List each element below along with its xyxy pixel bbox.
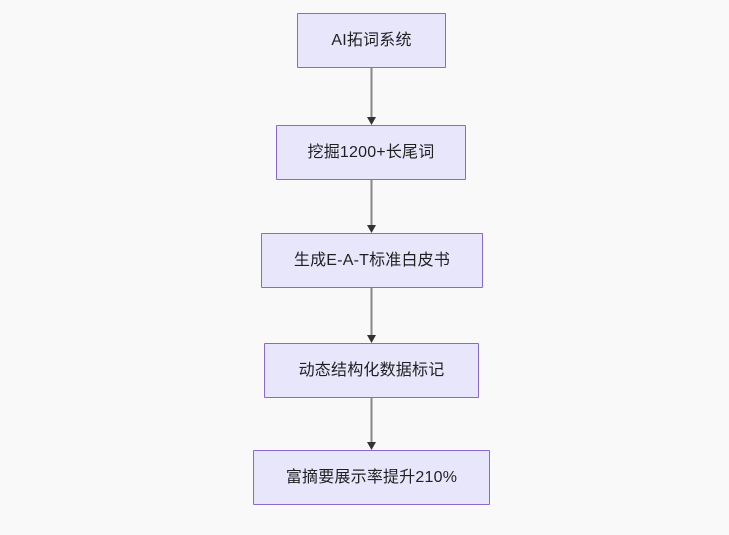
- flow-node-2[interactable]: 挖掘1200+长尾词: [276, 125, 466, 180]
- connector-arrowhead: [366, 225, 376, 233]
- flow-node-label: 动态结构化数据标记: [298, 361, 445, 379]
- flow-node-1[interactable]: AI拓词系统: [297, 13, 446, 68]
- flow-node-label: 挖掘1200+长尾词: [307, 143, 435, 161]
- flow-node-3[interactable]: 生成E-A-T标准白皮书: [261, 233, 483, 288]
- flow-node-5[interactable]: 富摘要展示率提升210%: [253, 450, 490, 505]
- flow-node-4[interactable]: 动态结构化数据标记: [264, 343, 479, 398]
- connector-arrowhead: [366, 117, 376, 125]
- flow-node-label: 生成E-A-T标准白皮书: [293, 251, 451, 269]
- flow-connector-node-3-to-node-4: [366, 288, 377, 343]
- flow-node-label: AI拓词系统: [331, 31, 412, 49]
- connector-arrowhead: [366, 442, 376, 450]
- flow-connector-node-1-to-node-2: [366, 68, 377, 125]
- connector-arrowhead: [366, 335, 376, 343]
- flow-connector-node-2-to-node-3: [366, 180, 377, 233]
- flow-node-label: 富摘要展示率提升210%: [285, 468, 458, 486]
- flow-connector-node-4-to-node-5: [366, 398, 377, 450]
